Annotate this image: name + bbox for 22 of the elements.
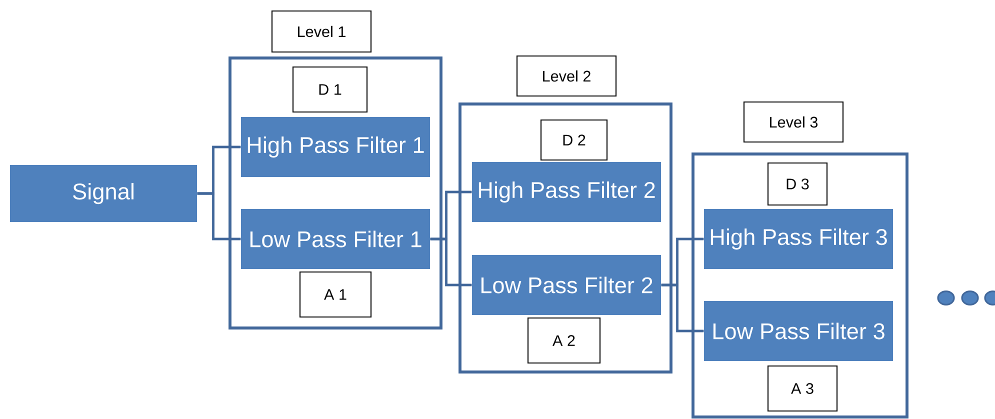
label-box: D 3 [767, 162, 828, 206]
filter-box: Low Pass Filter 2 [472, 255, 662, 315]
level-frame [228, 56, 442, 330]
label-box: A 1 [299, 271, 372, 318]
level-frame [458, 102, 672, 374]
label-box: Level 3 [743, 101, 844, 143]
label-box: Level 2 [516, 55, 617, 97]
label-box: Level 1 [271, 10, 372, 53]
filter-box: High Pass Filter 1 [241, 117, 430, 177]
filter-box: High Pass Filter 3 [704, 209, 894, 269]
level-frame [692, 152, 908, 418]
label-box: A 3 [767, 365, 838, 412]
label-box: D 2 [540, 119, 608, 161]
label-box: A 2 [527, 317, 601, 364]
filter-box: Low Pass Filter 1 [241, 209, 430, 269]
connector [661, 284, 704, 332]
filter-box: Low Pass Filter 3 [704, 301, 894, 361]
filter-box: High Pass Filter 2 [472, 162, 662, 222]
signal-box: Signal [10, 165, 197, 222]
connector [430, 238, 472, 286]
label-box: D 1 [292, 66, 368, 113]
connector [197, 192, 241, 240]
